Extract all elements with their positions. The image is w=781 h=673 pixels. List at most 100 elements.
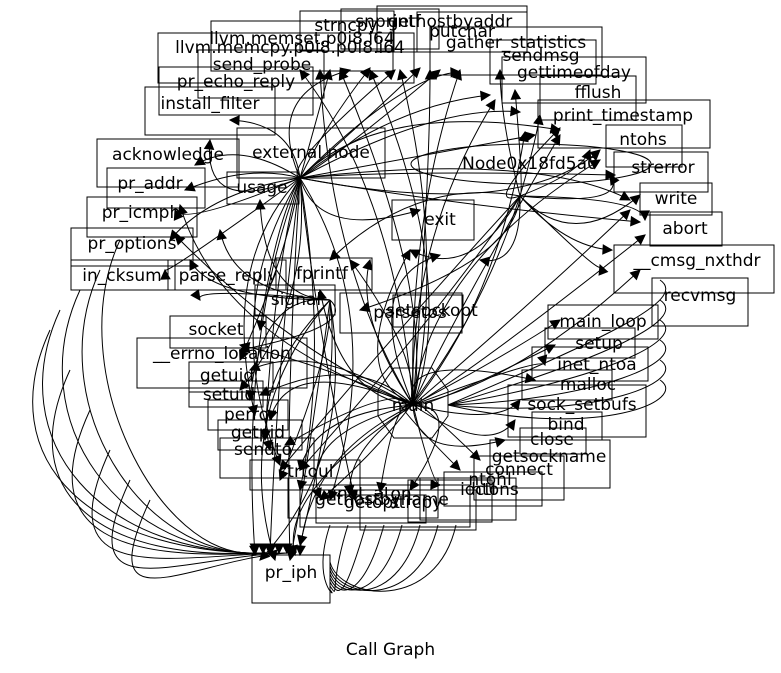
node-strerror[interactable]: strerror [613,151,709,193]
right-edge-4 [447,359,667,409]
svg-text:connect: connect [485,460,553,480]
call-edge-54 [412,404,516,436]
svg-text:parse_reply: parse_reply [179,266,278,286]
call-edge-45 [412,159,601,406]
node-parse-reply[interactable]: parse_reply [167,259,287,291]
call-edge-26 [243,177,301,417]
node-signal[interactable]: signal [254,284,336,316]
svg-text:sendto: sendto [234,440,292,460]
svg-text:ntohs: ntohs [619,130,667,150]
svg-text:htons: htons [471,480,519,500]
node-strcpy[interactable]: strcpy [359,489,477,531]
node-usage[interactable]: usage [226,171,300,205]
call-edge-100 [262,299,331,452]
svg-text:llvm.memcpy.p0i8.p0i8.i64: llvm.memcpy.p0i8.p0i8.i64 [175,38,405,58]
svg-text:getsockname: getsockname [492,447,607,467]
loop-edge-9 [131,499,293,579]
node-fprintf[interactable]: fprintf [275,257,373,291]
svg-text:gettimeofday: gettimeofday [517,63,631,83]
node-parsetos[interactable]: parsetos [339,292,463,334]
node-pr-iph[interactable]: pr_iph [251,554,331,604]
node-strtoul[interactable]: strtoul [249,459,361,491]
svg-text:fprintf: fprintf [296,264,349,284]
node-exit[interactable]: exit [391,199,475,241]
node-cmsg-nxthdr[interactable]: __cmsg_nxthdr [613,244,775,294]
svg-text:llvm.memset.p0i8.i64: llvm.memset.p0i8.i64 [209,29,394,49]
node-llvm-memcpy[interactable]: llvm.memcpy.p0i8.p0i8.i64 [157,32,415,84]
svg-text:signal: signal [271,290,321,310]
svg-text:inet_aton: inet_aton [332,484,411,504]
svg-text:main_loop: main_loop [559,312,646,332]
svg-text:abort: abort [662,219,708,239]
node-socket[interactable]: socket [169,315,267,349]
node-setup[interactable]: setup [544,327,636,359]
node-acknowledge[interactable]: acknowledge [96,138,240,188]
node-layer: external node main Node0x18fd5a0 exit us… [70,5,775,604]
call-edge-84 [519,194,641,224]
svg-text:strerror: strerror [631,158,694,178]
node-errno-location[interactable]: __errno_location [136,337,308,389]
node-sock-setbufs[interactable]: sock_setbufs [507,384,647,438]
right-edge-3 [447,339,667,406]
node-main[interactable]: main [377,367,449,439]
node-fflush[interactable]: fflush [539,75,637,121]
bottom-edge-1 [329,524,349,592]
node-gettimeofday[interactable]: gettimeofday [501,56,647,104]
call-edge-44 [412,134,561,406]
svg-text:sendmsg: sendmsg [502,46,579,66]
svg-text:__cmsg_nxthdr: __cmsg_nxthdr [632,251,760,271]
right-edge-5 [447,379,667,420]
call-edge-38 [368,68,430,406]
node-install-filter[interactable]: install_filter [144,86,276,136]
svg-text:pr_options: pr_options [88,234,177,254]
node-node0x18fd5a0[interactable]: Node0x18fd5a0 [410,143,652,185]
bottom-edge-3 [329,524,385,591]
call-edge-73 [362,258,414,406]
node-sendto[interactable]: sendto [219,437,315,479]
node-inet-aton[interactable]: inet_aton [287,477,439,519]
node-htons[interactable]: htons [419,477,519,521]
node-snprintf[interactable]: snprintf [340,8,440,50]
node-getopt[interactable]: getopt [315,493,427,524]
node-llvm-memset[interactable]: llvm.memset.p0i8.i64 [209,20,395,72]
node-pr-icmph[interactable]: pr_icmph [86,196,198,238]
call-edge-42 [412,99,496,406]
svg-text:setsockopt: setsockopt [386,301,478,321]
svg-text:acknowledge: acknowledge [112,145,224,165]
node-setsockopt[interactable]: setsockopt [386,294,478,328]
node-external-node[interactable]: external node [236,127,386,179]
node-main-loop[interactable]: main_loop [547,304,659,340]
svg-text:pr_iph: pr_iph [265,563,318,583]
node-pr-addr[interactable]: pr_addr [106,167,206,209]
node-pr-options[interactable]: pr_options [70,227,194,267]
svg-text:in_cksum: in_cksum [82,266,161,286]
edge-layer [32,67,667,594]
node-recvmsg[interactable]: recvmsg [651,277,749,327]
node-gather-statistics[interactable]: gather_statistics [429,26,603,76]
call-edge-64 [284,398,414,446]
call-edge-72 [349,259,414,406]
svg-text:recvmsg: recvmsg [664,286,737,306]
call-edge-14 [299,177,642,227]
node-ntohs[interactable]: ntohs [605,124,683,168]
svg-text:socket: socket [189,320,244,340]
node-in-cksum[interactable]: in_cksum [70,259,176,291]
call-edge-105 [216,228,331,301]
call-edge-15 [228,115,301,179]
call-graph-diagram: external node main Node0x18fd5a0 exit us… [32,5,775,604]
node-sendmsg[interactable]: sendmsg [489,39,597,85]
node-strncpy[interactable]: strncpy [299,10,395,52]
node-getsockname[interactable]: getsockname [489,439,611,489]
svg-text:main: main [392,396,434,416]
node-write[interactable]: write [639,182,713,216]
node-print-timestamp[interactable]: print_timestamp [537,99,711,149]
node-send-probe[interactable]: send_probe [197,49,325,99]
svg-text:getopt: getopt [344,493,400,513]
call-edge-46 [412,209,631,406]
call-edge-81 [505,127,561,199]
node-abort[interactable]: abort [649,211,723,247]
loop-edge-5 [51,369,261,555]
svg-text:install_filter: install_filter [161,94,260,114]
svg-text:print_timestamp: print_timestamp [553,106,693,126]
